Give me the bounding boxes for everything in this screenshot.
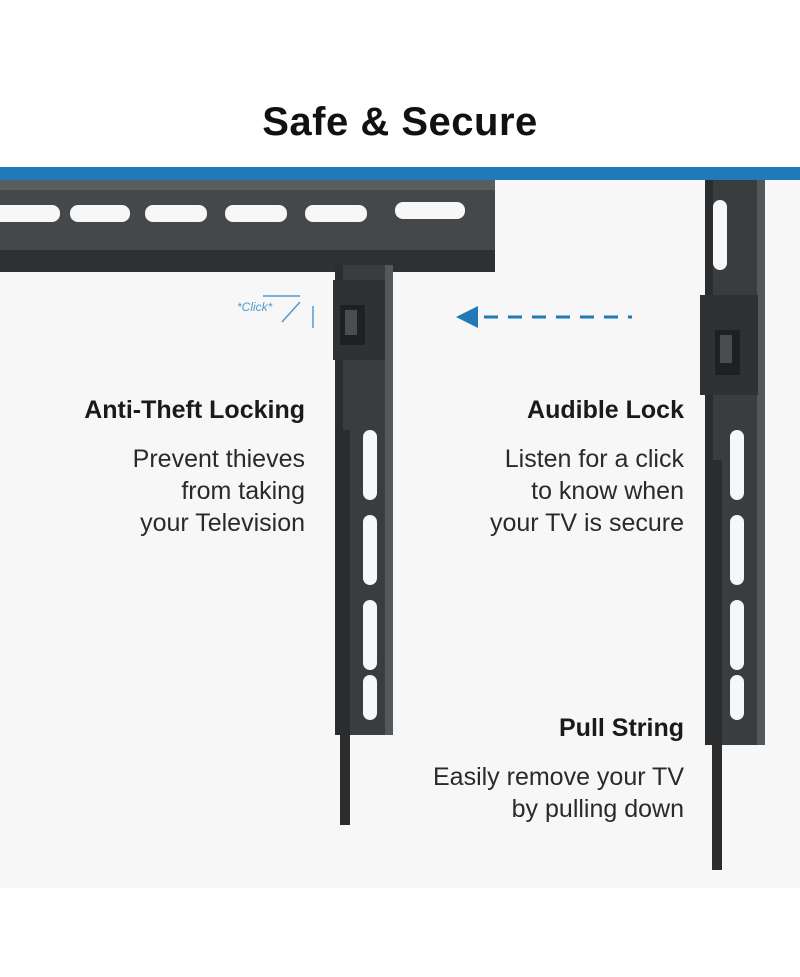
feature-line: Listen for a click <box>504 445 684 473</box>
feature-heading: Anti-Theft Locking <box>84 396 305 424</box>
click-label: *Click* <box>237 300 273 314</box>
page-title: Safe & Secure <box>262 100 538 144</box>
feature-line: your Television <box>140 509 305 537</box>
click-sound-icon <box>263 295 314 328</box>
feature-line: Prevent thieves <box>132 445 305 473</box>
feature-line: your TV is secure <box>489 509 684 537</box>
feature-line: by pulling down <box>511 795 684 823</box>
feature-line: to know when <box>531 477 684 505</box>
feature-heading: Pull String <box>559 714 684 742</box>
feature-heading: Audible Lock <box>527 396 684 424</box>
feature-anti-theft: Anti-Theft Locking Prevent thieves from … <box>40 395 305 539</box>
dashed-arrow-left-icon <box>456 306 632 328</box>
feature-audible-lock: Audible Lock Listen for a click to know … <box>420 395 684 539</box>
feature-pull-string: Pull String Easily remove your TV by pul… <box>384 713 684 825</box>
feature-line: Easily remove your TV <box>432 763 684 791</box>
header-band <box>0 0 800 168</box>
product-photo <box>0 180 800 888</box>
wall-plate <box>0 180 495 272</box>
right-mount-arm <box>700 180 765 870</box>
left-mount-arm <box>333 265 393 825</box>
tv-mount-illustration <box>0 180 765 870</box>
feature-line: from taking <box>181 477 305 505</box>
accent-bar <box>0 167 800 180</box>
